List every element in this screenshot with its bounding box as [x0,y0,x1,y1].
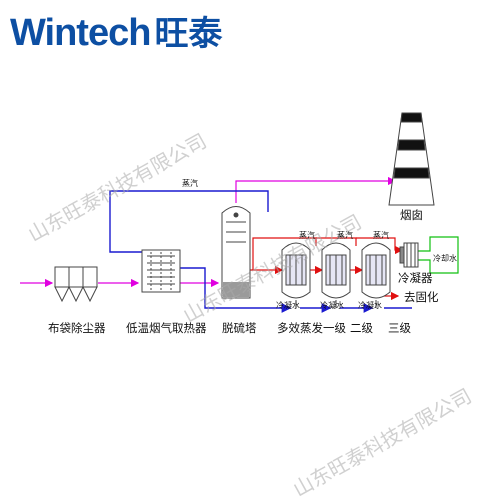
label-cooling-water: 冷却水 [433,254,457,263]
label-evaporator-stage1: 多效蒸发一级 [277,321,346,335]
label-chimney: 烟囱 [400,208,423,222]
label-condensate-1: 冷凝水 [276,301,300,310]
evaporator-stage1 [281,242,311,308]
feed-line [250,237,404,301]
evaporator-stage3 [361,242,391,308]
flue-gas-line [20,176,397,288]
label-steam-2: 蒸汽 [337,231,353,240]
label-condenser: 冷凝器 [398,271,433,285]
logo-text-en: Wintech [10,12,151,54]
label-evaporator-stage3: 三级 [388,321,411,335]
cooling-water-line [418,236,459,274]
bag-filter [54,266,98,303]
heat-exchanger [141,249,181,293]
label-condensate-3: 冷凝水 [358,301,382,310]
label-steam-top: 蒸汽 [182,179,198,188]
desulfurization-tower [221,206,251,299]
evaporator-stage2 [321,242,351,308]
label-evaporator-stage2: 二级 [350,321,373,335]
steam-loop-line [109,190,412,313]
label-condensate-2: 冷凝水 [320,301,344,310]
label-solidification: 去固化 [404,290,439,304]
label-desulfurization-tower: 脱硫塔 [222,321,257,335]
label-heat-exchanger: 低温烟气取热器 [126,321,207,335]
label-steam-3: 蒸汽 [373,231,389,240]
label-steam-1: 蒸汽 [299,231,315,240]
label-bag-filter: 布袋除尘器 [48,321,106,335]
condenser [399,242,419,268]
logo-text-cn: 旺泰 [154,14,223,54]
chimney [388,112,435,206]
